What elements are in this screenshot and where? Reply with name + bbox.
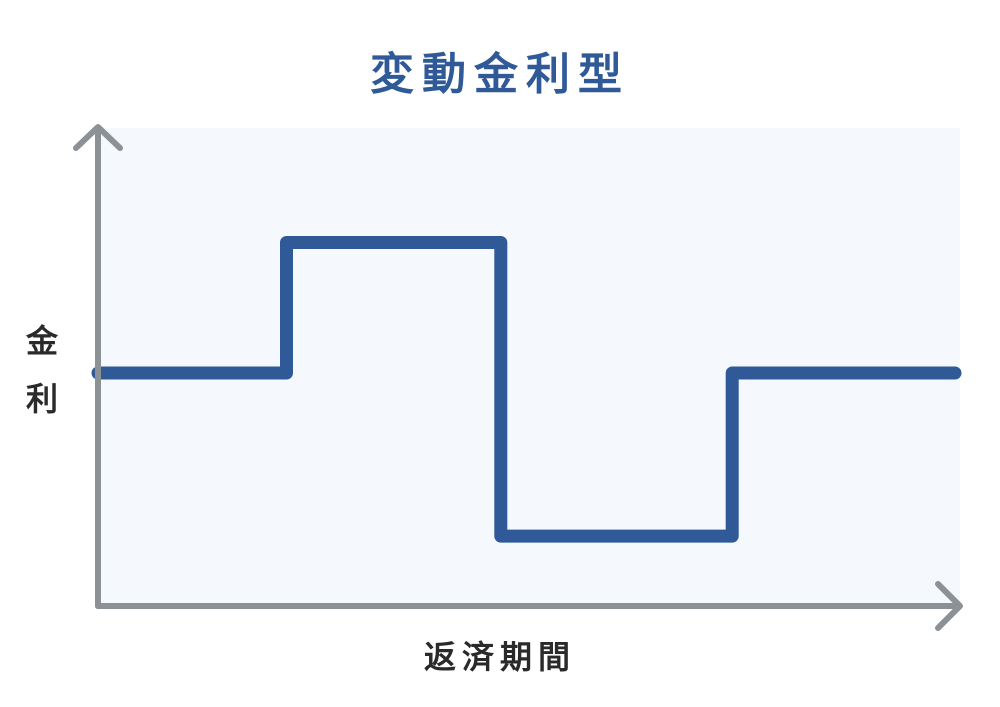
y-axis-label: 金 利 bbox=[22, 312, 62, 428]
diagram-title: 変動金利型 bbox=[370, 49, 630, 100]
x-axis-arrowhead bbox=[935, 581, 963, 631]
y-axis-arrowhead bbox=[73, 124, 123, 151]
y-axis-label-char-1: 金 bbox=[25, 322, 58, 360]
x-axis-label: 返済期間 bbox=[423, 638, 576, 676]
y-axis-label-char-2: 利 bbox=[25, 380, 58, 418]
interest-rate-line bbox=[91, 236, 962, 543]
